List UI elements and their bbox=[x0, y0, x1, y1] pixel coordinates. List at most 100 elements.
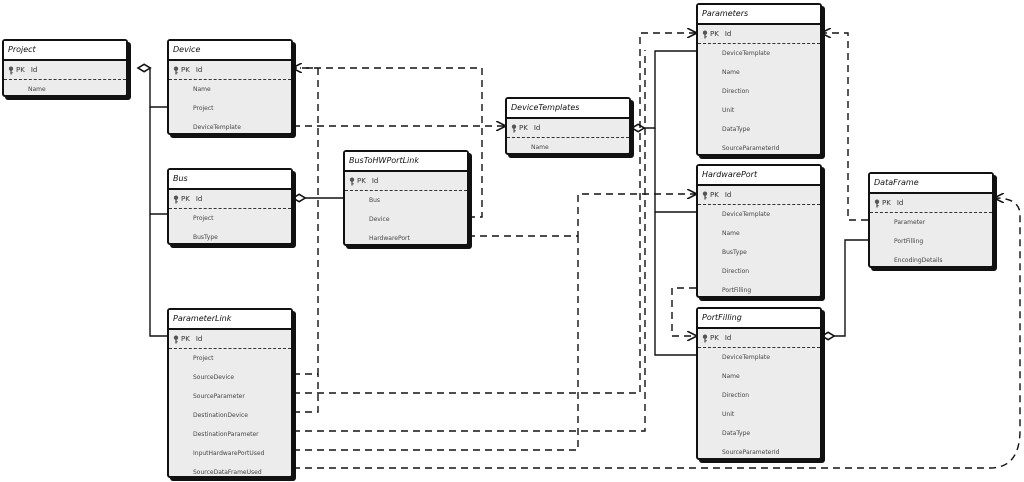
ref-hwport-portfilling bbox=[671, 287, 696, 336]
ref-parameterlink-sourceparam bbox=[293, 33, 696, 394]
field-row: Project bbox=[193, 215, 214, 222]
key-icon bbox=[702, 191, 710, 200]
table-title: PortFilling bbox=[698, 309, 820, 329]
key-icon bbox=[173, 335, 181, 344]
field-row: Bus bbox=[369, 197, 381, 204]
ref-parameterlink-destparam bbox=[293, 50, 646, 432]
link-devicetemplates-portfilling bbox=[654, 212, 696, 356]
field-row: Unit bbox=[722, 107, 735, 114]
field-row: Project bbox=[193, 105, 214, 112]
pk-field: Id bbox=[195, 335, 203, 343]
pk-label: PK bbox=[710, 30, 719, 38]
table-title: Project bbox=[4, 41, 126, 61]
field-row: Name bbox=[531, 144, 549, 151]
table-title: ParameterLink bbox=[169, 310, 291, 330]
field-row: DeviceTemplate bbox=[193, 124, 241, 131]
field-row: Name bbox=[28, 86, 46, 93]
pk-label: PK bbox=[16, 66, 25, 74]
field-row: SourceParameterId bbox=[722, 145, 780, 152]
field-row: Name bbox=[193, 86, 211, 93]
pk-label: PK bbox=[181, 335, 190, 343]
pk-field: Id bbox=[896, 199, 904, 207]
pk-label: PK bbox=[710, 334, 719, 342]
field-row: BusType bbox=[722, 249, 747, 256]
primary-key-row: PK Id bbox=[870, 194, 992, 213]
pk-label: PK bbox=[519, 124, 528, 132]
pk-field: Id bbox=[724, 191, 732, 199]
field-row: SourceParameterId bbox=[722, 449, 780, 456]
field-row: Direction bbox=[722, 268, 750, 275]
primary-key-row: PK Id bbox=[698, 186, 820, 205]
pk-field: Id bbox=[30, 66, 38, 74]
link-project-device bbox=[136, 63, 168, 108]
pk-label: PK bbox=[181, 195, 190, 203]
field-row: SourceDataFrameUsed bbox=[193, 469, 262, 476]
table-title: Parameters bbox=[698, 5, 820, 25]
field-row: DestinationDevice bbox=[193, 412, 248, 419]
field-row: InputHardwarePortUsed bbox=[193, 450, 265, 457]
field-row: DeviceTemplate bbox=[722, 211, 770, 218]
table-title: Bus bbox=[169, 170, 291, 190]
field-row: Unit bbox=[722, 411, 735, 418]
table-title: DataFrame bbox=[870, 174, 992, 194]
ref-parameterlink-sourcedevice bbox=[293, 67, 319, 375]
field-row: Name bbox=[722, 230, 740, 237]
ref-dataframe-parameters bbox=[822, 33, 868, 221]
primary-key-row: PK Id bbox=[345, 172, 467, 191]
table-title: BusToHWPortLink bbox=[345, 152, 467, 172]
ref-parameterlink-dataframe bbox=[293, 198, 1021, 469]
primary-key-row: PK Id bbox=[169, 190, 291, 209]
link-project-parameterlink bbox=[149, 214, 168, 337]
field-row: Direction bbox=[722, 392, 750, 399]
pk-label: PK bbox=[357, 177, 366, 185]
ref-parameterlink-destdevice bbox=[293, 374, 319, 413]
field-row: HardwarePort bbox=[369, 235, 410, 242]
table-title: DeviceTemplates bbox=[507, 99, 629, 119]
primary-key-row: PK Id bbox=[169, 61, 291, 80]
pk-field: Id bbox=[195, 66, 203, 74]
table-title: Device bbox=[169, 41, 291, 61]
field-row: SourceParameter bbox=[193, 393, 245, 400]
field-row: DestinationParameter bbox=[193, 431, 259, 438]
key-icon bbox=[511, 124, 519, 133]
field-row: Device bbox=[369, 216, 390, 223]
key-icon bbox=[702, 30, 710, 39]
key-icon bbox=[349, 177, 357, 186]
key-icon bbox=[874, 199, 882, 208]
pk-label: PK bbox=[181, 66, 190, 74]
pk-label: PK bbox=[882, 199, 891, 207]
field-row: DataType bbox=[722, 126, 751, 133]
field-row: DeviceTemplate bbox=[722, 50, 770, 57]
link-portfilling-dataframe bbox=[820, 239, 868, 341]
primary-key-row: PK Id bbox=[169, 330, 291, 349]
pk-field: Id bbox=[371, 177, 379, 185]
link-devicetemplates-parameters bbox=[630, 50, 696, 133]
pk-label: PK bbox=[710, 191, 719, 199]
key-icon bbox=[8, 66, 16, 75]
pk-field: Id bbox=[533, 124, 541, 132]
field-row: Name bbox=[722, 69, 740, 76]
field-row: EncodingDetails bbox=[894, 257, 943, 264]
field-row: DataType bbox=[722, 430, 751, 437]
field-row: Project bbox=[193, 355, 214, 362]
ref-bustohwport-device bbox=[293, 68, 483, 218]
table-title: HardwarePort bbox=[698, 166, 820, 186]
field-row: PortFilling bbox=[894, 238, 924, 245]
pk-field: Id bbox=[195, 195, 203, 203]
ref-bustohwport-hardwareport bbox=[468, 194, 696, 237]
field-row: Parameter bbox=[894, 219, 926, 226]
primary-key-row: PK Id bbox=[4, 61, 126, 80]
